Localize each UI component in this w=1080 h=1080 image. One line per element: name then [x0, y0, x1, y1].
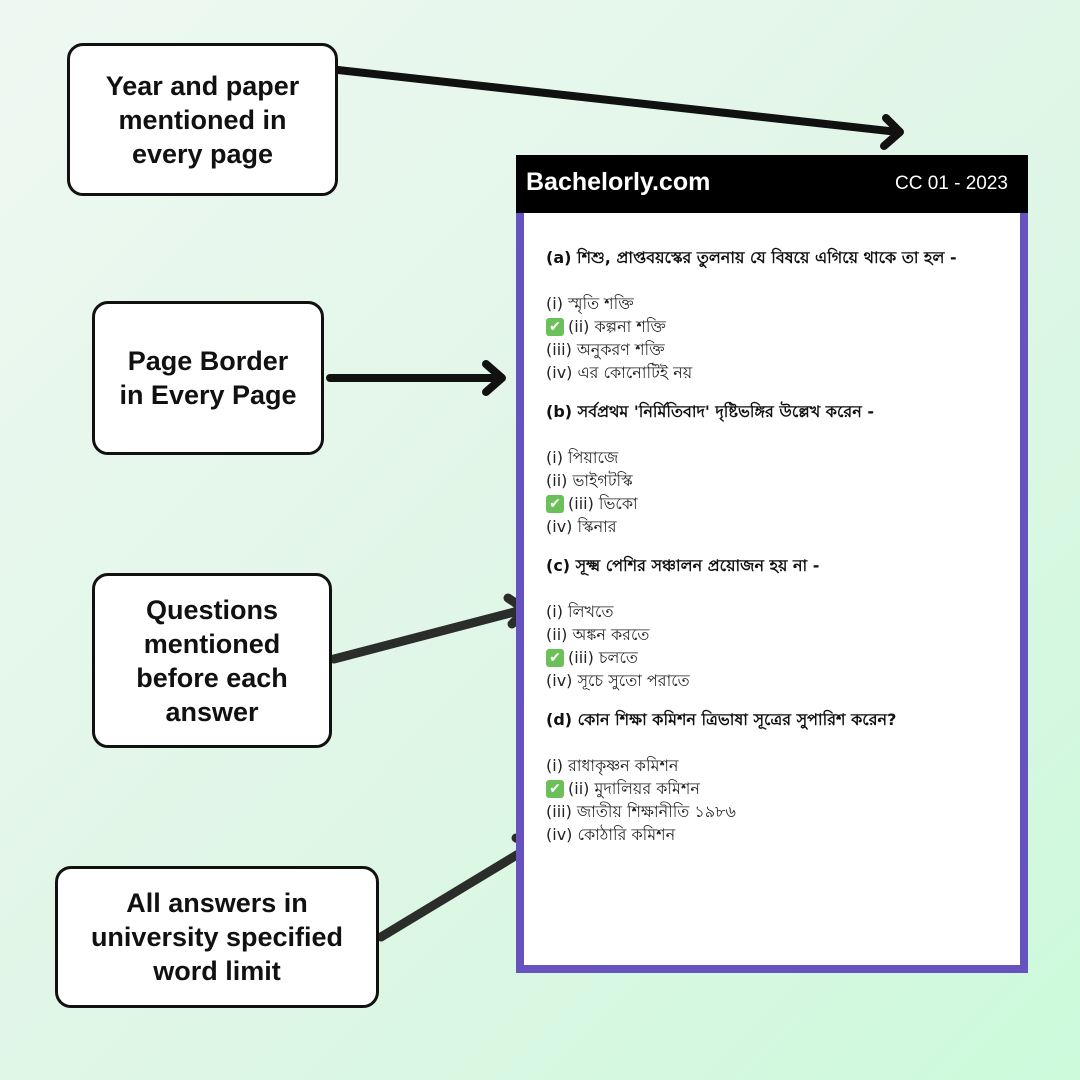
callout-questions: Questions mentioned before each answer	[92, 573, 332, 748]
arrow-year-paper-head	[880, 114, 904, 150]
answer-option-label: (i) লিখতে	[546, 602, 614, 621]
answer-option-label: (iv) এর কোনোটিই নয়	[546, 363, 693, 382]
check-mark-icon: ✔	[546, 494, 564, 513]
answer-option: (ii) ভাইগটস্কি	[546, 469, 1006, 492]
sample-answer-page: Bachelorly.com CC 01 - 2023 (a) শিশু, প্…	[516, 155, 1028, 973]
answer-option-label: (iii) চলতে	[568, 648, 638, 667]
paper-code: CC 01 - 2023	[894, 173, 1008, 194]
answer-option-label: (i) পিয়াজে	[546, 448, 619, 467]
callout-year-paper-text: Year and paper mentioned in every page	[105, 70, 300, 169]
callout-year-paper: Year and paper mentioned in every page	[67, 43, 338, 196]
question-text: (c) সূক্ষ্ম পেশির সঞ্চালন প্রয়োজন হয় ন…	[546, 556, 820, 575]
arrow-answers	[376, 842, 535, 942]
question-block: (a) শিশু, প্রাপ্তবয়স্কের তুলনায় যে বিষ…	[546, 246, 1006, 384]
question-block: (c) সূক্ষ্ম পেশির সঞ্চালন প্রয়োজন হয় ন…	[546, 554, 1006, 692]
page-header: Bachelorly.com CC 01 - 2023	[516, 155, 1028, 213]
answer-option-label: (ii) মুদালিয়র কমিশন	[568, 779, 700, 798]
answer-option: (ii) অঙ্কন করতে	[546, 623, 1006, 646]
answer-option: (i) পিয়াজে	[546, 446, 1006, 469]
arrow-page-border-head	[482, 360, 506, 396]
answer-option: (i) রাধাকৃষ্ণন কমিশন	[546, 754, 1006, 777]
answer-option-label: (iv) সূচে সুতো পরাতে	[546, 671, 690, 690]
answer-option: (iv) সূচে সুতো পরাতে	[546, 669, 1006, 692]
answer-option-label: (iii) ভিকো	[568, 494, 638, 513]
answer-option: ✔(iii) ভিকো	[546, 492, 1006, 515]
answer-option: ✔(ii) কল্পনা শক্তি	[546, 315, 1006, 338]
answer-option-label: (iv) স্কিনার	[546, 517, 617, 536]
answer-option: (iv) স্কিনার	[546, 515, 1006, 538]
callout-word-limit: All answers in university specified word…	[55, 866, 379, 1008]
check-mark-icon: ✔	[546, 317, 564, 336]
question-text: (b) সর্বপ্রথম 'নির্মিতিবাদ' দৃষ্টিভঙ্গির…	[546, 402, 874, 421]
question-block: (d) কোন শিক্ষা কমিশন ত্রিভাষা সূত্রের সু…	[546, 708, 1006, 846]
callout-page-border-text: Page Border in Every Page	[119, 346, 297, 410]
answer-option: (i) স্মৃতি শক্তি	[546, 292, 1006, 315]
callout-word-limit-text: All answers in university specified word…	[90, 888, 344, 986]
answer-option-label: (iii) অনুকরণ শক্তি	[546, 340, 665, 359]
question-list: (a) শিশু, প্রাপ্তবয়স্কের তুলনায় যে বিষ…	[546, 246, 1006, 862]
question-text: (d) কোন শিক্ষা কমিশন ত্রিভাষা সূত্রের সু…	[546, 710, 897, 729]
answer-option-label: (i) স্মৃতি শক্তি	[546, 294, 634, 313]
question-text: (a) শিশু, প্রাপ্তবয়স্কের তুলনায় যে বিষ…	[546, 248, 957, 267]
check-mark-icon: ✔	[546, 779, 564, 798]
site-name: Bachelorly.com	[526, 168, 711, 196]
arrow-year-paper	[334, 66, 902, 136]
question-block: (b) সর্বপ্রথম 'নির্মিতিবাদ' দৃষ্টিভঙ্গির…	[546, 400, 1006, 538]
answer-option: ✔(ii) মুদালিয়র কমিশন	[546, 777, 1006, 800]
answer-option-label: (ii) কল্পনা শক্তি	[568, 317, 666, 336]
answer-option-label: (ii) অঙ্কন করতে	[546, 625, 650, 644]
arrow-questions	[329, 605, 527, 664]
callout-questions-text: Questions mentioned before each answer	[136, 594, 288, 727]
callout-page-border: Page Border in Every Page	[92, 301, 324, 455]
answer-option-label: (iv) কোঠারি কমিশন	[546, 825, 676, 844]
check-mark-icon: ✔	[546, 648, 564, 667]
answer-option: (iv) কোঠারি কমিশন	[546, 823, 1006, 846]
answer-option: (i) লিখতে	[546, 600, 1006, 623]
answer-option: ✔(iii) চলতে	[546, 646, 1006, 669]
answer-option-label: (ii) ভাইগটস্কি	[546, 471, 633, 490]
answer-option-label: (iii) জাতীয় শিক্ষানীতি ১৯৮৬	[546, 802, 736, 821]
answer-option: (iii) অনুকরণ শক্তি	[546, 338, 1006, 361]
answer-option: (iv) এর কোনোটিই নয়	[546, 361, 1006, 384]
answer-option: (iii) জাতীয় শিক্ষানীতি ১৯৮৬	[546, 800, 1006, 823]
answer-option-label: (i) রাধাকৃষ্ণন কমিশন	[546, 756, 679, 775]
